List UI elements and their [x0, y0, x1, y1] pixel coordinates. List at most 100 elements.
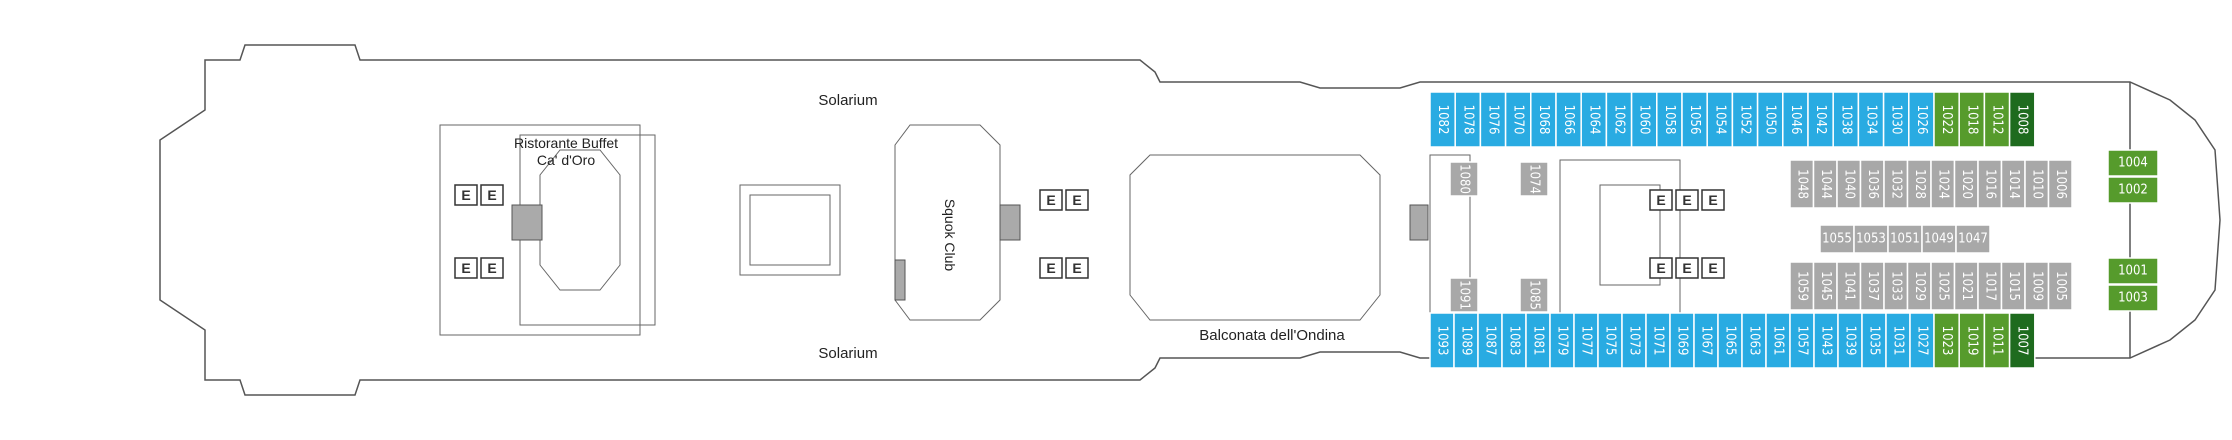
cabin-1002[interactable]: 1002 [2107, 176, 2159, 204]
cabin-1075[interactable]: 1075 [1597, 312, 1623, 369]
cabin-1015[interactable]: 1015 [2000, 261, 2026, 311]
cabin-number: 1023 [1939, 326, 1954, 356]
cabin-1039[interactable]: 1039 [1837, 312, 1863, 369]
cabin-1024[interactable]: 1024 [1930, 159, 1956, 209]
cabin-1052[interactable]: 1052 [1731, 91, 1759, 148]
elevator: E [1039, 189, 1063, 211]
cabin-number: 1042 [1813, 105, 1828, 135]
cabin-1051[interactable]: 1051 [1887, 224, 1923, 254]
cabin-1008[interactable]: 1008 [2008, 91, 2036, 148]
cabin-1037[interactable]: 1037 [1859, 261, 1885, 311]
cabin-number: 1050 [1763, 105, 1778, 135]
cabin-1040[interactable]: 1040 [1836, 159, 1862, 209]
cabin-box [1741, 312, 1767, 369]
cabin-1081[interactable]: 1081 [1525, 312, 1551, 369]
cabin-1082[interactable]: 1082 [1429, 91, 1456, 148]
cabin-1078[interactable]: 1078 [1454, 91, 1482, 148]
cabin-1076[interactable]: 1076 [1479, 91, 1507, 148]
cabin-1041[interactable]: 1041 [1836, 261, 1862, 311]
cabin-1071[interactable]: 1071 [1645, 312, 1671, 369]
cabin-1057[interactable]: 1057 [1789, 312, 1815, 369]
cabin-1050[interactable]: 1050 [1756, 91, 1784, 148]
cabin-1032[interactable]: 1032 [1883, 159, 1909, 209]
cabin-1023[interactable]: 1023 [1933, 312, 1960, 369]
cabin-number: 1001 [2118, 264, 2148, 279]
cabin-1069[interactable]: 1069 [1669, 312, 1695, 369]
cabin-1049[interactable]: 1049 [1921, 224, 1957, 254]
cabin-1080[interactable]: 1080 [1449, 161, 1479, 197]
cabin-1054[interactable]: 1054 [1706, 91, 1734, 148]
cabin-1067[interactable]: 1067 [1693, 312, 1719, 369]
cabin-1027[interactable]: 1027 [1909, 312, 1935, 369]
cabin-1089[interactable]: 1089 [1453, 312, 1479, 369]
cabin-1085[interactable]: 1085 [1519, 277, 1549, 313]
cabin-1077[interactable]: 1077 [1573, 312, 1599, 369]
cabin-1010[interactable]: 1010 [2024, 159, 2050, 209]
cabin-1033[interactable]: 1033 [1883, 261, 1909, 311]
cabin-1066[interactable]: 1066 [1555, 91, 1582, 148]
cabin-1022[interactable]: 1022 [1933, 91, 1960, 148]
cabin-1043[interactable]: 1043 [1813, 312, 1839, 369]
cabin-1053[interactable]: 1053 [1853, 224, 1889, 254]
cabin-number: 1079 [1555, 326, 1570, 356]
cabin-1047[interactable]: 1047 [1955, 224, 1991, 254]
cabin-1042[interactable]: 1042 [1807, 91, 1834, 148]
cabin-1074[interactable]: 1074 [1519, 161, 1549, 197]
cabin-1061[interactable]: 1061 [1765, 312, 1791, 369]
cabin-1087[interactable]: 1087 [1477, 312, 1503, 369]
cabin-1065[interactable]: 1065 [1717, 312, 1743, 369]
cabin-1036[interactable]: 1036 [1859, 159, 1885, 209]
cabin-number: 1010 [2029, 169, 2044, 199]
cabin-1048[interactable]: 1048 [1789, 159, 1815, 209]
cabin-1029[interactable]: 1029 [1906, 261, 1932, 311]
cabin-1011[interactable]: 1011 [1983, 312, 2011, 369]
elevator-letter: E [1046, 260, 1055, 276]
cabin-1005[interactable]: 1005 [2047, 261, 2073, 311]
cabin-1093[interactable]: 1093 [1429, 312, 1455, 369]
cabin-1058[interactable]: 1058 [1656, 91, 1683, 148]
cabin-1014[interactable]: 1014 [2000, 159, 2026, 209]
cabin-1006[interactable]: 1006 [2047, 159, 2073, 209]
cabin-1030[interactable]: 1030 [1882, 91, 1910, 148]
cabin-1020[interactable]: 1020 [1953, 159, 1979, 209]
cabin-1001[interactable]: 1001 [2107, 257, 2159, 285]
cabin-box [1429, 312, 1455, 369]
cabin-1003[interactable]: 1003 [2107, 284, 2159, 312]
cabin-1060[interactable]: 1060 [1630, 91, 1658, 148]
cabin-1059[interactable]: 1059 [1789, 261, 1815, 311]
stairs [511, 204, 1429, 301]
cabin-1021[interactable]: 1021 [1953, 261, 1979, 311]
cabin-1034[interactable]: 1034 [1857, 91, 1885, 148]
cabin-1044[interactable]: 1044 [1812, 159, 1838, 209]
cabin-1019[interactable]: 1019 [1958, 312, 1986, 369]
cabin-1056[interactable]: 1056 [1681, 91, 1708, 148]
cabin-1091[interactable]: 1091 [1449, 277, 1479, 313]
cabin-1083[interactable]: 1083 [1501, 312, 1527, 369]
cabin-number: 1093 [1435, 326, 1450, 356]
cabin-1046[interactable]: 1046 [1782, 91, 1809, 148]
cabin-1070[interactable]: 1070 [1504, 91, 1532, 148]
cabin-1004[interactable]: 1004 [2107, 149, 2159, 177]
cabin-1073[interactable]: 1073 [1621, 312, 1647, 369]
cabin-1031[interactable]: 1031 [1885, 312, 1911, 369]
cabin-1007[interactable]: 1007 [2008, 312, 2036, 369]
cabin-1012[interactable]: 1012 [1983, 91, 2011, 148]
cabin-1025[interactable]: 1025 [1930, 261, 1956, 311]
cabin-1035[interactable]: 1035 [1861, 312, 1887, 369]
cabin-1079[interactable]: 1079 [1549, 312, 1575, 369]
cabin-1009[interactable]: 1009 [2024, 261, 2050, 311]
cabin-1068[interactable]: 1068 [1530, 91, 1557, 148]
cabin-1028[interactable]: 1028 [1906, 159, 1932, 209]
cabin-1038[interactable]: 1038 [1832, 91, 1860, 148]
cabin-1016[interactable]: 1016 [1977, 159, 2003, 209]
cabin-1062[interactable]: 1062 [1605, 91, 1633, 148]
cabin-1017[interactable]: 1017 [1977, 261, 2003, 311]
cabin-1063[interactable]: 1063 [1741, 312, 1767, 369]
cabin-1064[interactable]: 1064 [1580, 91, 1608, 148]
cabin-1055[interactable]: 1055 [1819, 224, 1855, 254]
cabin-1026[interactable]: 1026 [1908, 91, 1935, 148]
cabin-1045[interactable]: 1045 [1812, 261, 1838, 311]
cabin-box [2107, 149, 2159, 177]
cabin-1018[interactable]: 1018 [1958, 91, 1986, 148]
